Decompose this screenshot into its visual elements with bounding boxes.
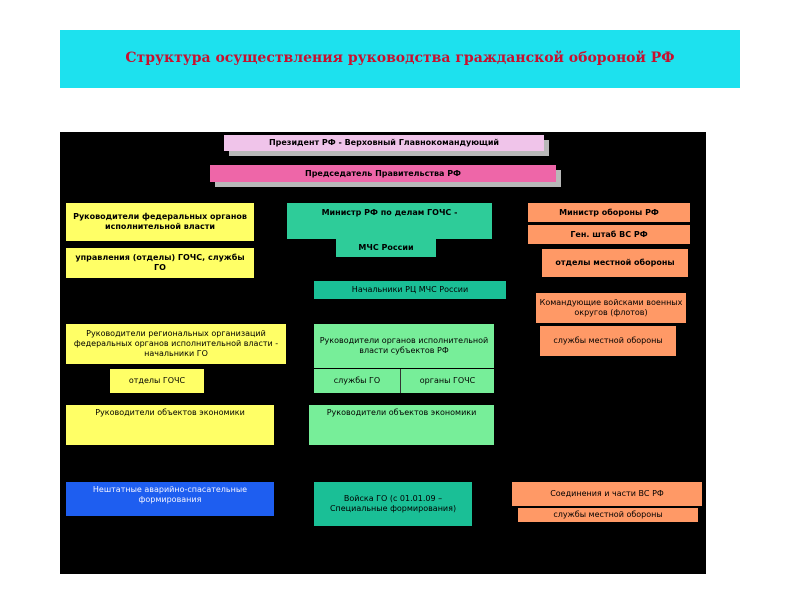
gochs-depts-box: отделы ГОЧС [110,369,204,393]
rc-heads-box: Начальники РЦ МЧС России [314,281,506,299]
president-box: Президент РФ - Верховный Главнокомандующ… [224,135,544,151]
federal-departments-box: управления (отделы) ГОЧС, службы ГО [66,248,254,278]
economy-heads-mid-box: Руководители объектов экономики [309,405,494,445]
emercom-box: МЧС России [336,239,436,257]
divider [400,369,401,393]
local-defense-services-bottom-box: службы местной обороны [518,508,698,522]
rescue-formations-box: Нештатные аварийно-спасательные формиров… [66,482,274,516]
district-commanders-box: Командующие войсками военных округов (фл… [536,293,686,323]
title-banner: Структура осуществления руководства граж… [60,30,740,88]
go-troops-box: Войска ГО (с 01.01.09 – Специальные форм… [314,482,472,526]
go-services-box: службы ГО [314,369,400,393]
subject-heads-box: Руководители органов исполнительной влас… [314,324,494,368]
minister-defense-box: Министр обороны РФ [528,203,690,222]
minister-emergency-box: Министр РФ по делам ГОЧС - [287,203,492,239]
page-title: Структура осуществления руководства граж… [125,50,675,66]
gochs-bodies-box: органы ГОЧС [401,369,494,393]
armed-forces-units-box: Соединения и части ВС РФ [512,482,702,506]
federal-heads-box: Руководители федеральных органов исполни… [66,203,254,241]
chairman-box: Председатель Правительства РФ [210,165,556,182]
regional-heads-box: Руководители региональных организаций фе… [66,324,286,364]
economy-heads-left-box: Руководители объектов экономики [66,405,274,445]
general-staff-box: Ген. штаб ВС РФ [528,225,690,244]
local-defense-services-box: службы местной обороны [540,326,676,356]
org-structure-diagram: Президент РФ - Верховный Главнокомандующ… [60,132,706,574]
local-defense-depts-box: отделы местной обороны [542,249,688,277]
